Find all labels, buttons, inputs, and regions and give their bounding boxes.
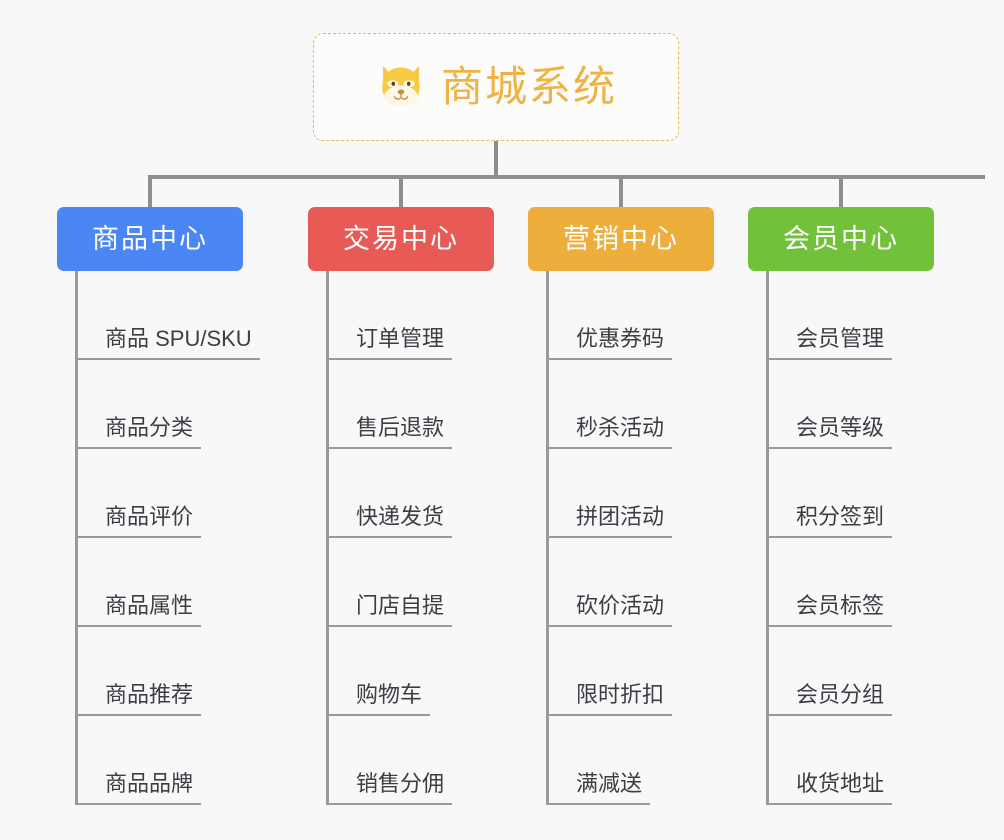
leaf-list-2: 订单管理售后退款快递发货门店自提购物车销售分佣 — [326, 271, 556, 805]
leaf-item-underline — [546, 358, 673, 360]
category-spine-2 — [326, 271, 329, 805]
leaf-item-label: 优惠券码 — [576, 326, 665, 351]
leaf-item-underline — [546, 447, 673, 449]
leaf-item-label: 商品分类 — [105, 415, 194, 440]
leaf-item[interactable]: 会员标签 — [766, 538, 996, 627]
connector-drop-2 — [399, 175, 403, 207]
leaf-list-1: 商品 SPU/SKU 商品分类商品评价商品属性商品推荐商品品牌 — [75, 271, 305, 805]
leaf-item[interactable]: 商品属性 — [75, 538, 305, 627]
leaf-item-underline — [766, 714, 893, 716]
category-box-3[interactable]: 营销中心 — [528, 207, 714, 271]
category-spine-4 — [766, 271, 769, 805]
leaf-list-3: 优惠券码秒杀活动拼团活动砍价活动限时折扣满减送 — [546, 271, 776, 805]
connector-stem — [494, 141, 498, 178]
leaf-item-underline — [766, 536, 893, 538]
leaf-item[interactable]: 商品推荐 — [75, 627, 305, 716]
leaf-item-label: 商品 SPU/SKU — [105, 326, 252, 351]
leaf-list-4: 会员管理会员等级积分签到会员标签会员分组收货地址 — [766, 271, 996, 805]
leaf-item[interactable]: 售后退款 — [326, 360, 556, 449]
category-box-4[interactable]: 会员中心 — [748, 207, 934, 271]
leaf-item[interactable]: 商品分类 — [75, 360, 305, 449]
leaf-item[interactable]: 限时折扣 — [546, 627, 776, 716]
leaf-item-label: 订单管理 — [356, 326, 445, 351]
leaf-item-label: 秒杀活动 — [576, 415, 665, 440]
leaf-item-underline — [766, 803, 893, 805]
root-title: 商城系统 — [440, 63, 617, 110]
leaf-item-label: 门店自提 — [356, 593, 445, 618]
leaf-item-underline — [546, 803, 651, 805]
leaf-item-label: 商品品牌 — [105, 771, 194, 796]
leaf-item-underline — [766, 447, 893, 449]
leaf-item-label: 售后退款 — [356, 415, 445, 440]
leaf-item[interactable]: 商品 SPU/SKU — [75, 271, 305, 360]
leaf-item[interactable]: 拼团活动 — [546, 449, 776, 538]
leaf-item-label: 收货地址 — [796, 771, 885, 796]
category-spine-3 — [546, 271, 549, 805]
leaf-item[interactable]: 秒杀活动 — [546, 360, 776, 449]
leaf-item-underline — [546, 625, 673, 627]
leaf-item[interactable]: 满减送 — [546, 716, 776, 805]
leaf-item[interactable]: 会员分组 — [766, 627, 996, 716]
leaf-item-label: 会员标签 — [796, 593, 885, 618]
connector-drop-1 — [148, 175, 152, 207]
leaf-item-label: 商品推荐 — [105, 682, 194, 707]
leaf-item-underline — [326, 358, 453, 360]
leaf-item[interactable]: 门店自提 — [326, 538, 556, 627]
category-label-3: 营销中心 — [563, 223, 679, 254]
leaf-item-label: 商品评价 — [105, 504, 194, 529]
leaf-item-label: 销售分佣 — [356, 771, 445, 796]
leaf-item[interactable]: 砍价活动 — [546, 538, 776, 627]
leaf-item[interactable]: 会员管理 — [766, 271, 996, 360]
leaf-item-label: 会员等级 — [796, 415, 885, 440]
leaf-item-label: 拼团活动 — [576, 504, 665, 529]
category-box-2[interactable]: 交易中心 — [308, 207, 494, 271]
leaf-item-underline — [326, 536, 453, 538]
leaf-item-label: 会员管理 — [796, 326, 885, 351]
leaf-item-label: 购物车 — [356, 682, 423, 707]
leaf-item-underline — [75, 625, 202, 627]
leaf-item[interactable]: 会员等级 — [766, 360, 996, 449]
leaf-item-label: 商品属性 — [105, 593, 194, 618]
leaf-item[interactable]: 商品评价 — [75, 449, 305, 538]
leaf-item[interactable]: 订单管理 — [326, 271, 556, 360]
category-box-1[interactable]: 商品中心 — [57, 207, 243, 271]
leaf-item[interactable]: 销售分佣 — [326, 716, 556, 805]
connector-drop-4 — [839, 175, 843, 207]
leaf-item-underline — [326, 625, 453, 627]
root-node[interactable]: 商城系统 — [313, 33, 679, 141]
category-label-1: 商品中心 — [92, 223, 208, 254]
dog-face-icon — [375, 61, 427, 113]
leaf-item-label: 会员分组 — [796, 682, 885, 707]
leaf-item-underline — [326, 803, 453, 805]
leaf-item-underline — [326, 714, 431, 716]
leaf-item-label: 积分签到 — [796, 504, 885, 529]
leaf-item[interactable]: 优惠券码 — [546, 271, 776, 360]
leaf-item[interactable]: 商品品牌 — [75, 716, 305, 805]
leaf-item-underline — [75, 714, 202, 716]
category-label-2: 交易中心 — [343, 223, 459, 254]
leaf-item-label: 满减送 — [576, 771, 643, 796]
category-spine-1 — [75, 271, 78, 805]
connector-bus — [148, 175, 985, 179]
category-label-4: 会员中心 — [783, 223, 899, 254]
leaf-item-label: 快递发货 — [356, 504, 445, 529]
leaf-item-underline — [75, 358, 260, 360]
leaf-item-underline — [326, 447, 453, 449]
leaf-item-underline — [766, 625, 893, 627]
leaf-item[interactable]: 收货地址 — [766, 716, 996, 805]
leaf-item[interactable]: 积分签到 — [766, 449, 996, 538]
leaf-item-underline — [75, 536, 202, 538]
leaf-item-underline — [75, 803, 202, 805]
connector-drop-3 — [619, 175, 623, 207]
leaf-item[interactable]: 购物车 — [326, 627, 556, 716]
leaf-item-underline — [75, 447, 202, 449]
leaf-item-underline — [546, 536, 673, 538]
leaf-item-underline — [546, 714, 673, 716]
leaf-item[interactable]: 快递发货 — [326, 449, 556, 538]
leaf-item-underline — [766, 358, 893, 360]
leaf-item-label: 限时折扣 — [576, 682, 665, 707]
leaf-item-label: 砍价活动 — [576, 593, 665, 618]
